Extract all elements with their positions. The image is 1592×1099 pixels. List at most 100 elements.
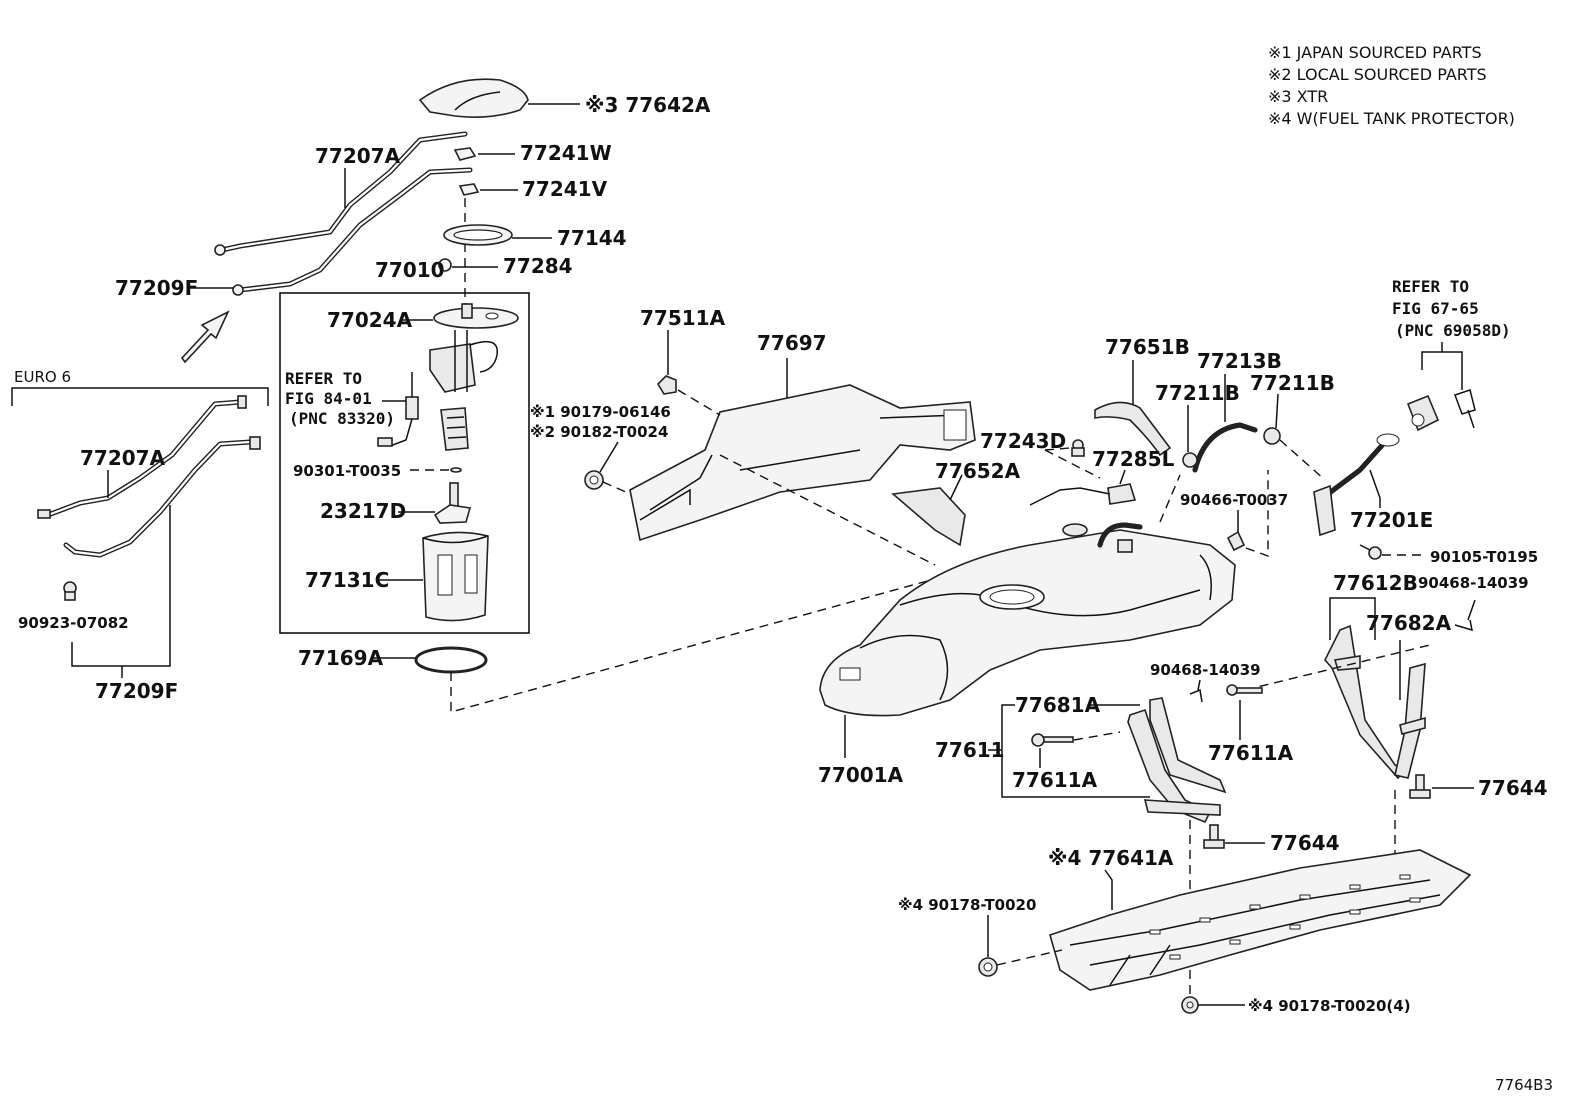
part-77169a-gasket [372, 646, 488, 674]
label-77641a: ※4 77641A [1048, 846, 1174, 870]
part-23217d-regulator [398, 482, 472, 524]
label-77284: 77284 [503, 254, 573, 278]
part-77641a-tank-protector [1049, 849, 1472, 991]
assembly-box-77010 [279, 292, 530, 634]
label-77010: 77010 [375, 258, 445, 282]
part-90301-o-ring [410, 467, 462, 473]
label-euro6: EURO 6 [14, 368, 71, 386]
part-77207a-euro-pipe [37, 395, 247, 519]
part-77652a-pad [891, 474, 966, 547]
ref-84-line1: REFER TO [285, 369, 362, 388]
label-77209f-euro: 77209F [95, 679, 178, 703]
direction-arrow-icon [180, 310, 230, 364]
label-77652a: 77652A [935, 459, 1021, 483]
label-77612b: 77612B [1333, 571, 1418, 595]
part-77243d-fitting [1071, 439, 1085, 457]
label-77211b-b: 77211B [1250, 371, 1335, 395]
part-77611a-bolt-b [1226, 684, 1263, 740]
label-23217d: 23217D [320, 499, 406, 523]
part-77024a-pump-plate [400, 303, 519, 393]
label-90923: 90923-07082 [18, 614, 129, 632]
label-77144: 77144 [557, 226, 627, 250]
part-77211b-clamp-b [1263, 393, 1281, 445]
euro6-bracket [11, 387, 269, 406]
part-77001a-fuel-tank [819, 529, 1236, 758]
part-77209f-pipe-top [190, 167, 473, 296]
ref-84-line3: (PNC 83320) [289, 409, 395, 428]
label-77201e: 77201E [1350, 508, 1433, 532]
ref-84-line2: FIG 84-01 [285, 389, 372, 408]
label-77209f-top: 77209F [115, 276, 198, 300]
part-77284-gasket [438, 258, 498, 272]
ref-67-line1: REFER TO [1392, 277, 1469, 296]
part-77285l-valve [1029, 469, 1137, 506]
label-77682a: 77682A [1366, 611, 1452, 635]
part-77241v-clip [458, 183, 518, 196]
label-90466: 90466-T0037 [1180, 491, 1288, 509]
note-4: ※4 W(FUEL TANK PROTECTOR) [1268, 109, 1515, 128]
label-77681a: 77681A [1015, 693, 1101, 717]
label-90182: ※2 90182-T0024 [530, 423, 668, 441]
part-90468-bolt-a [1454, 599, 1476, 632]
label-77697: 77697 [757, 331, 827, 355]
label-77651b: 77651B [1105, 335, 1190, 359]
legend-notes: ※1 JAPAN SOURCED PARTS ※2 LOCAL SOURCED … [1268, 43, 1515, 128]
part-77642a-cover [418, 78, 580, 118]
ref-67-line3: (PNC 69058D) [1395, 321, 1511, 340]
part-77644-bolt-a [1203, 824, 1265, 849]
label-77511a: 77511A [640, 306, 726, 330]
part-screw-nut [584, 441, 619, 490]
label-77611a-a: 77611A [1012, 768, 1098, 792]
label-90178-a: ※4 90178-T0020 [898, 896, 1036, 914]
label-77241w: 77241W [520, 141, 612, 165]
note-3: ※3 XTR [1268, 87, 1328, 106]
label-77169a: 77169A [298, 646, 384, 670]
part-fuel-sender [377, 372, 469, 451]
part-77211b-clamp-a [1182, 405, 1198, 468]
label-77131c: 77131C [305, 568, 389, 592]
label-90468-b: 90468-14039 [1150, 661, 1261, 679]
part-77209f-euro-pipe [63, 436, 261, 601]
part-77201e-filler-neck [1313, 433, 1400, 537]
label-77207a-euro: 77207A [80, 446, 166, 470]
part-90178-nut-b [1181, 996, 1245, 1014]
part-77697-heat-shield [629, 358, 976, 542]
note-1: ※1 JAPAN SOURCED PARTS [1268, 43, 1482, 62]
part-90468-bolt-b [1189, 679, 1203, 703]
label-90178-b: ※4 90178-T0020(4) [1248, 997, 1411, 1015]
figure-id: 7764B3 [1495, 1076, 1553, 1094]
label-77024a: 77024A [327, 308, 413, 332]
label-77241v: 77241V [522, 177, 608, 201]
note-2: ※2 LOCAL SOURCED PARTS [1268, 65, 1487, 84]
part-77144-lock-ring [443, 224, 552, 246]
part-77207a-pipe-top [214, 131, 468, 256]
label-77611: 77611 [935, 738, 1005, 762]
ref-67-line2: FIG 67-65 [1392, 299, 1479, 318]
part-77681a-strap-front [1127, 697, 1227, 824]
part-tank-fittings [1062, 522, 1143, 553]
part-90466-clip [1226, 510, 1246, 552]
label-90468-a: 90468-14039 [1418, 574, 1529, 592]
label-77285l: 77285L [1092, 447, 1175, 471]
part-77612b-strap-rear [1324, 624, 1426, 780]
label-77644-a: 77644 [1270, 831, 1340, 855]
part-77511a-clip [656, 330, 677, 395]
part-77241w-clip [453, 147, 515, 161]
label-77642a: ※3 77642A [585, 93, 711, 117]
part-90105-bolt [1359, 544, 1425, 560]
label-77644-b: 77644 [1478, 776, 1548, 800]
part-77611a-bolt-a [1031, 733, 1074, 768]
part-77131c-pump-cup [378, 531, 489, 622]
label-77211b-a: 77211B [1155, 381, 1240, 405]
label-77213b: 77213B [1197, 349, 1282, 373]
label-90105: 90105-T0195 [1430, 548, 1538, 566]
part-fuel-lid-lock [1406, 342, 1476, 432]
label-77611a-b: 77611A [1208, 741, 1294, 765]
label-77207a-top: 77207A [315, 144, 401, 168]
part-77644-bolt-b [1409, 774, 1474, 799]
label-90179: ※1 90179-06146 [530, 403, 671, 421]
part-90178-nut-a [978, 915, 998, 977]
label-77001a: 77001A [818, 763, 904, 787]
part-77651b-strap [1094, 360, 1172, 457]
